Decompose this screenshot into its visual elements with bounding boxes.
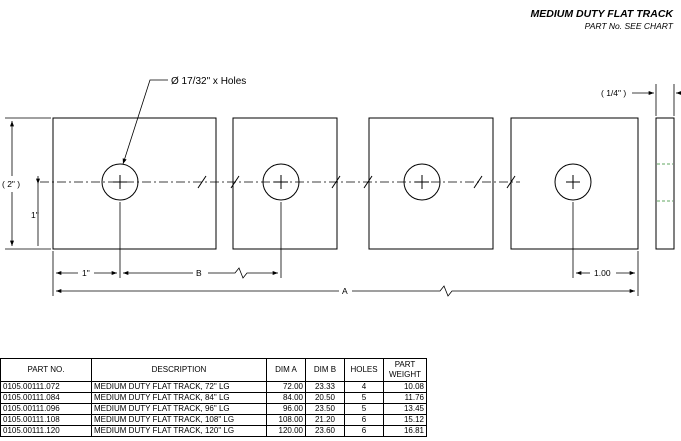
dim-a-cell: 84.00 bbox=[266, 392, 306, 404]
part-chart: PART NO. DESCRIPTION DIM A DIM B HOLES P… bbox=[0, 358, 427, 437]
end-label: 1.00 bbox=[594, 268, 611, 278]
weight-cell: 16.81 bbox=[383, 425, 427, 437]
description-cell: MEDIUM DUTY FLAT TRACK, 108" LG bbox=[91, 414, 267, 426]
dim-a-cell: 96.00 bbox=[266, 403, 306, 415]
holes-cell: 6 bbox=[344, 425, 384, 437]
hole-height-label: 1" bbox=[31, 210, 39, 220]
first-hole-label: 1" bbox=[82, 268, 90, 278]
track-segments bbox=[52, 117, 639, 250]
track-segment-2 bbox=[232, 117, 338, 250]
description-cell: MEDIUM DUTY FLAT TRACK, 84" LG bbox=[91, 392, 267, 404]
track-drawing: Ø 17/32" x Holes ( 1/4" ) ( 2" ) 1" bbox=[2, 76, 681, 297]
hole-callout: Ø 17/32" x Holes bbox=[171, 76, 246, 87]
length-dimensions bbox=[52, 202, 639, 297]
length-label-a: A bbox=[342, 286, 348, 296]
side-view bbox=[655, 117, 675, 250]
weight-cell: 13.45 bbox=[383, 403, 427, 415]
col-dim-b: DIM B bbox=[305, 358, 345, 382]
table-row: 0105.00111.084 MEDIUM DUTY FLAT TRACK, 8… bbox=[0, 392, 427, 404]
hole-4 bbox=[554, 163, 592, 201]
table-row: 0105.00111.120 MEDIUM DUTY FLAT TRACK, 1… bbox=[0, 425, 427, 437]
table-row: 0105.00111.096 MEDIUM DUTY FLAT TRACK, 9… bbox=[0, 403, 427, 415]
thickness-label: ( 1/4" ) bbox=[601, 88, 626, 98]
height-dimensions bbox=[5, 117, 51, 250]
spacing-label-b: B bbox=[196, 268, 202, 278]
part-no-cell: 0105.00111.072 bbox=[0, 381, 92, 393]
part-no-cell: 0105.00111.120 bbox=[0, 425, 92, 437]
description-cell: MEDIUM DUTY FLAT TRACK, 120" LG bbox=[91, 425, 267, 437]
holes-cell: 4 bbox=[344, 381, 384, 393]
col-part-weight: PART WEIGHT bbox=[383, 358, 427, 382]
dim-a-cell: 72.00 bbox=[266, 381, 306, 393]
dim-b-cell: 23.50 bbox=[305, 403, 345, 415]
track-segment-4 bbox=[510, 117, 639, 250]
weight-cell: 11.76 bbox=[383, 392, 427, 404]
col-description: DESCRIPTION bbox=[91, 358, 267, 382]
part-no-cell: 0105.00111.108 bbox=[0, 414, 92, 426]
table-row: 0105.00111.108 MEDIUM DUTY FLAT TRACK, 1… bbox=[0, 414, 427, 426]
drawing-subtitle: PART No. SEE CHART bbox=[584, 21, 673, 31]
holes-cell: 6 bbox=[344, 414, 384, 426]
weight-cell: 15.12 bbox=[383, 414, 427, 426]
col-holes: HOLES bbox=[344, 358, 384, 382]
col-dim-a: DIM A bbox=[266, 358, 306, 382]
dim-b-cell: 23.33 bbox=[305, 381, 345, 393]
col-part-no: PART NO. bbox=[0, 358, 92, 382]
part-no-cell: 0105.00111.084 bbox=[0, 392, 92, 404]
hole-1 bbox=[101, 163, 139, 201]
thickness-dimension bbox=[632, 84, 681, 116]
dim-b-cell: 23.60 bbox=[305, 425, 345, 437]
hole-callout-leader bbox=[122, 79, 168, 165]
part-no-cell: 0105.00111.096 bbox=[0, 403, 92, 415]
dim-a-cell: 120.00 bbox=[266, 425, 306, 437]
holes-cell: 5 bbox=[344, 403, 384, 415]
hole-2 bbox=[262, 163, 300, 201]
track-segment-1 bbox=[52, 117, 217, 250]
dim-b-cell: 21.20 bbox=[305, 414, 345, 426]
description-cell: MEDIUM DUTY FLAT TRACK, 72" LG bbox=[91, 381, 267, 393]
dim-a-cell: 108.00 bbox=[266, 414, 306, 426]
description-cell: MEDIUM DUTY FLAT TRACK, 96" LG bbox=[91, 403, 267, 415]
width-label: ( 2" ) bbox=[2, 179, 20, 189]
title-block: MEDIUM DUTY FLAT TRACK PART No. SEE CHAR… bbox=[530, 8, 673, 32]
drawing-title: MEDIUM DUTY FLAT TRACK bbox=[530, 8, 673, 20]
table-row: 0105.00111.072 MEDIUM DUTY FLAT TRACK, 7… bbox=[0, 381, 427, 393]
part-chart-header: PART NO. DESCRIPTION DIM A DIM B HOLES P… bbox=[0, 358, 427, 382]
weight-cell: 10.08 bbox=[383, 381, 427, 393]
holes-cell: 5 bbox=[344, 392, 384, 404]
hole-3 bbox=[403, 163, 441, 201]
holes bbox=[101, 163, 592, 201]
dim-b-cell: 20.50 bbox=[305, 392, 345, 404]
track-segment-3 bbox=[368, 117, 494, 250]
